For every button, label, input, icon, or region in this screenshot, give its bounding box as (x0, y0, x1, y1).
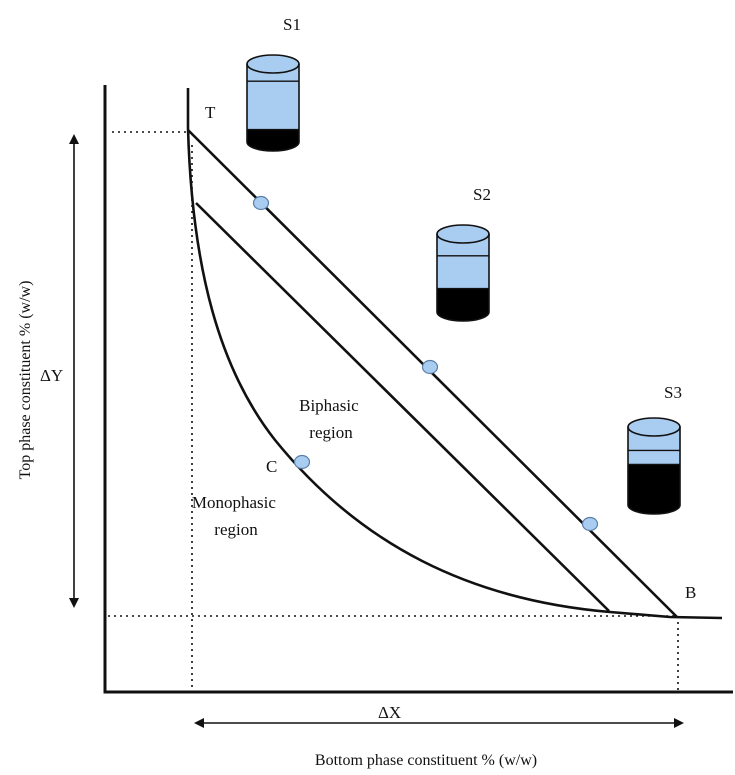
tube-s2: S2 (436, 185, 491, 322)
label-point-t: T (205, 103, 216, 122)
sample-label: S1 (283, 15, 301, 34)
label-point-b: B (685, 583, 696, 602)
tube-outline (627, 427, 681, 515)
marker-critical-point (293, 454, 311, 470)
x-axis-title: Bottom phase constituent % (w/w) (315, 752, 537, 769)
sample-label: S2 (473, 185, 491, 204)
label-monophasic-line2: region (214, 520, 258, 539)
marker-s2 (421, 359, 439, 375)
marker-s1 (252, 195, 270, 211)
tube-s3: S3 (627, 383, 682, 515)
marker-s3 (581, 516, 599, 532)
label-point-c: C (266, 457, 277, 476)
axes (103, 85, 733, 694)
bottom-phase (437, 288, 489, 321)
label-biphasic-region: Biphasic region (299, 396, 363, 442)
label-monophasic-line1: Monophasic (192, 493, 277, 512)
tube-cap (436, 224, 490, 244)
tube-outline (436, 234, 490, 322)
guide-lines (108, 131, 679, 692)
bottom-phase (247, 129, 299, 151)
tie-line-inner (195, 202, 610, 612)
label-delta-x: ΔX (378, 703, 401, 722)
label-biphasic-line2: region (309, 423, 353, 442)
binodal-curve (186, 88, 723, 620)
tube-cap (246, 54, 300, 74)
label-monophasic-region: Monophasic region (192, 493, 280, 539)
bottom-phase (628, 464, 680, 514)
tube-outline (246, 64, 300, 152)
label-delta-y: ΔY (40, 366, 63, 385)
tube-cap (627, 417, 681, 437)
sample-markers (252, 195, 599, 532)
sample-label: S3 (664, 383, 682, 402)
y-axis-title: Top phase constituent % (w/w) (17, 281, 34, 480)
tube-s1: S1 (246, 15, 301, 152)
top-phase (247, 64, 299, 130)
label-biphasic-line1: Biphasic (299, 396, 359, 415)
